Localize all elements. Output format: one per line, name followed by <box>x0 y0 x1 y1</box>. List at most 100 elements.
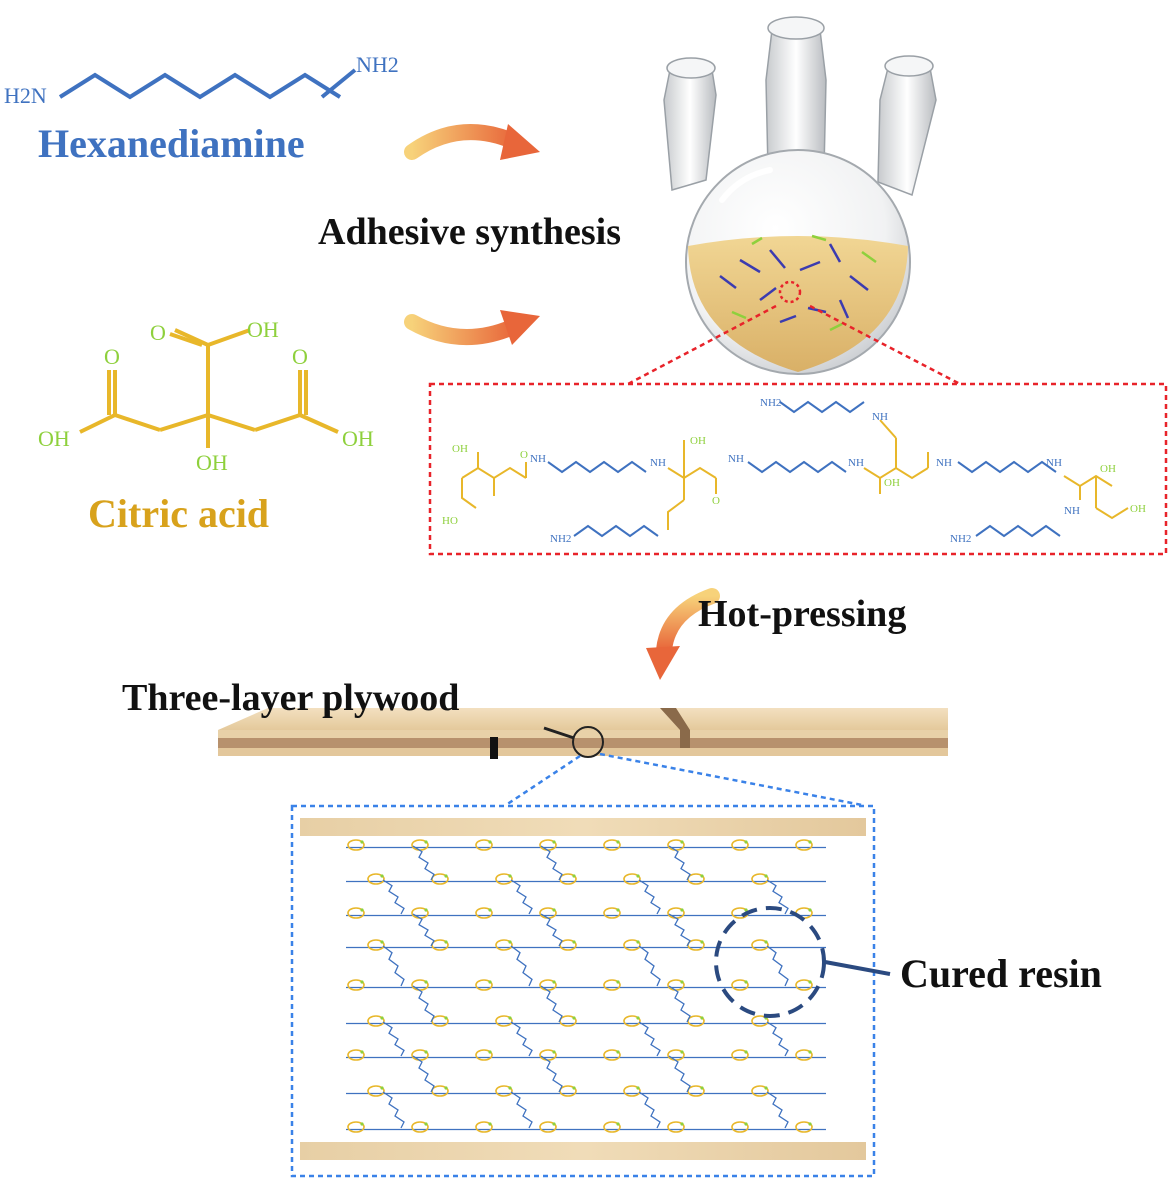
three-neck-flask <box>663 16 937 375</box>
resin-node-atom <box>744 1050 748 1054</box>
resin-crosslink <box>510 1021 533 1057</box>
resin-crosslink-node <box>367 939 385 951</box>
resin-crosslink-node <box>731 839 749 851</box>
resin-node-atom <box>552 980 556 984</box>
citric-acid-label: Citric acid <box>88 491 270 536</box>
resin-node-atom <box>616 840 620 844</box>
resin-node-atom <box>360 1122 364 1126</box>
resin-crosslink <box>412 985 435 1023</box>
resin-crosslink <box>638 945 661 987</box>
hot-pressing-arrow <box>646 588 720 680</box>
polymer-nh: NH <box>848 457 864 469</box>
resin-crosslink-node <box>603 1049 621 1061</box>
resin-crosslink-node <box>623 873 641 885</box>
resin-crosslink-node <box>731 1049 749 1061</box>
resin-node-atom <box>616 908 620 912</box>
resin-node-atom <box>424 1050 428 1054</box>
resin-node-atom <box>744 1122 748 1126</box>
resin-node-atom <box>508 940 512 944</box>
resin-crosslink-node <box>475 1049 493 1061</box>
resin-crosslink-node <box>623 939 641 951</box>
adhesive-zoom: OH HO O NH NH OH O NH NH NH OH NH NH OH … <box>428 304 1168 556</box>
resin-crosslink-node <box>731 979 749 991</box>
citric-o-right: O <box>292 344 308 369</box>
citric-bond <box>207 328 251 347</box>
resin-node-atom <box>552 840 556 844</box>
hexanediamine-right-group: NH2 <box>356 52 399 77</box>
resin-node-atom <box>380 874 384 878</box>
resin-node-atom <box>680 908 684 912</box>
resin-crosslink-node <box>667 1121 685 1133</box>
hexanediamine-left-group: H2N <box>4 83 47 108</box>
resin-node-atom <box>700 1086 704 1090</box>
resin-node-atom <box>360 908 364 912</box>
resin-crosslink <box>510 1091 533 1129</box>
plywood-layer-bottom <box>218 748 948 756</box>
flask-molecules <box>719 234 877 332</box>
resin-node-atom <box>680 980 684 984</box>
resin-crosslink-node <box>795 839 813 851</box>
resin-crosslink <box>766 945 789 987</box>
resin-node-atom <box>636 874 640 878</box>
polymer-oh: OH <box>1100 463 1116 475</box>
resin-node-atom <box>552 908 556 912</box>
resin-crosslink <box>510 879 533 915</box>
resin-crosslink-node <box>751 1015 769 1027</box>
flask-right-neck <box>877 67 937 197</box>
polymer-oh: OH <box>690 435 706 447</box>
polymer-oh: OH <box>884 477 900 489</box>
resin-crosslink <box>638 1021 661 1057</box>
citric-bond <box>174 328 209 347</box>
resin-crosslink-node <box>623 1085 641 1097</box>
citric-bond <box>169 332 203 347</box>
citric-bond <box>159 413 209 432</box>
polymer-nh: NH <box>650 457 666 469</box>
resin-node-atom <box>764 1086 768 1090</box>
citric-oh-center: OH <box>196 450 228 475</box>
polymer-nh: NH <box>530 453 546 465</box>
resin-node-atom <box>572 874 576 878</box>
polymer-nh: NH <box>936 457 952 469</box>
resin-crosslink <box>382 1021 405 1057</box>
citric-bond <box>79 413 116 434</box>
resin-crosslink-node <box>347 979 365 991</box>
resin-crosslink-node <box>795 1049 813 1061</box>
arrow-citric-to-flask <box>404 310 540 346</box>
resin-crosslink <box>540 1055 563 1093</box>
polymer-nh2: NH2 <box>950 533 971 545</box>
resin-crosslink-node <box>751 1085 769 1097</box>
resin-node-atom <box>424 980 428 984</box>
resin-node-atom <box>572 1016 576 1020</box>
cured-resin-box <box>290 804 876 1178</box>
resin-node-atom <box>572 1086 576 1090</box>
cured-resin-highlight <box>714 906 826 1018</box>
resin-node-atom <box>552 1122 556 1126</box>
resin-node-atom <box>424 840 428 844</box>
resin-node-atom <box>444 940 448 944</box>
resin-node-atom <box>508 1086 512 1090</box>
resin-node-atom <box>700 940 704 944</box>
plywood-magnifier <box>572 726 604 758</box>
resin-node-atom <box>360 840 364 844</box>
polymer-nh: NH <box>1064 505 1080 517</box>
resin-crosslink-node <box>475 839 493 851</box>
resin-crosslink <box>412 845 435 881</box>
citric-o-top: O <box>150 320 166 345</box>
hexanediamine-chain <box>58 72 342 100</box>
resin-node-atom <box>616 1122 620 1126</box>
resin-node-atom <box>700 1016 704 1020</box>
resin-crosslink-node <box>603 1121 621 1133</box>
citric-bond <box>207 413 256 432</box>
resin-crosslink-node <box>603 839 621 851</box>
plywood-top-face <box>218 708 948 730</box>
resin-node-atom <box>700 874 704 878</box>
resin-crosslink-node <box>495 873 513 885</box>
resin-node-atom <box>636 1086 640 1090</box>
polymer-o: O <box>520 449 528 461</box>
hexanediamine-label: Hexanediamine <box>38 121 305 166</box>
polymer-nh: NH <box>728 453 744 465</box>
resin-crosslink-node <box>411 1121 429 1133</box>
resin-crosslink <box>638 879 661 915</box>
